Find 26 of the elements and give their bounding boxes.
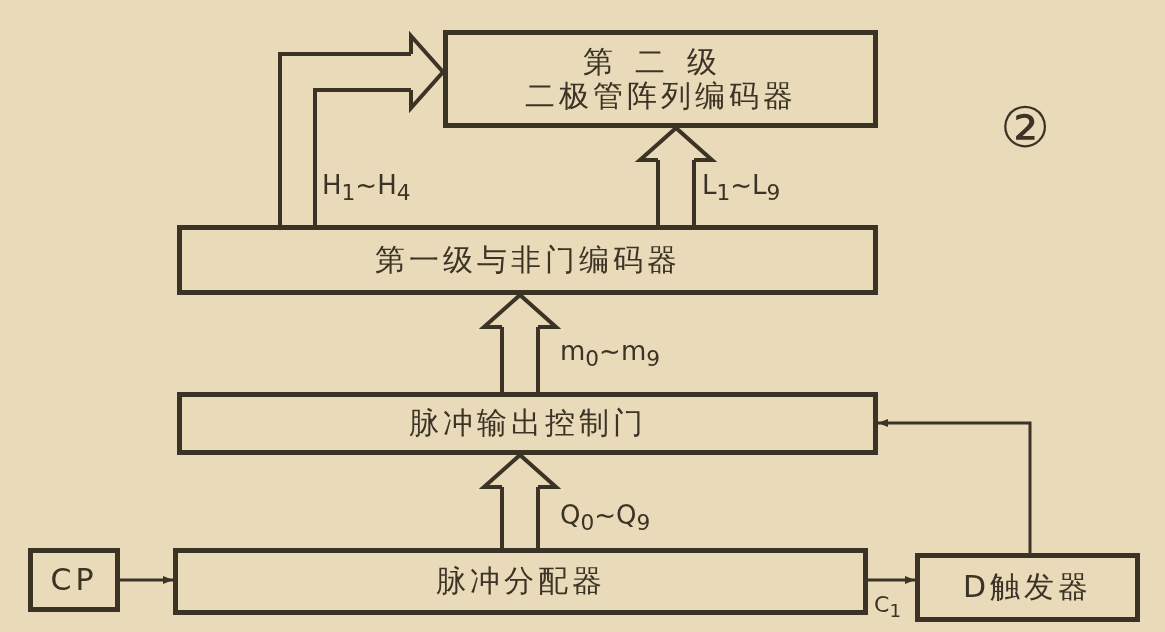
box-label: D触发器 bbox=[962, 570, 1093, 605]
edge-label: C$_{1}$ bbox=[874, 592, 902, 622]
edge-label: m$_{0}$~m$_{9}$ bbox=[560, 336, 660, 372]
edge-label: Q$_{0}$~Q$_{9}$ bbox=[560, 500, 651, 536]
distributor-box bbox=[173, 548, 868, 615]
clock-box bbox=[28, 548, 120, 612]
figure-number: ② bbox=[1000, 95, 1051, 160]
encoder-box bbox=[177, 225, 878, 295]
flip-flop-box bbox=[915, 553, 1140, 622]
box-label: 脉冲分配器 bbox=[435, 564, 606, 599]
encoder-box bbox=[443, 30, 878, 128]
edge-label: H$_{1}$~H$_{4}$ bbox=[322, 170, 411, 206]
bus-arrow bbox=[482, 293, 558, 394]
box-label: CP bbox=[50, 562, 98, 598]
arrow bbox=[868, 576, 915, 584]
box-heading: 第二级 bbox=[582, 44, 739, 79]
box-label: 第一级与非门编码器 bbox=[374, 242, 681, 278]
edge-label: L$_{1}$~L$_{9}$ bbox=[702, 170, 781, 206]
box-label: 脉冲输出控制门 bbox=[408, 406, 647, 441]
arrow bbox=[120, 576, 173, 584]
gate-box bbox=[177, 392, 878, 455]
arrow bbox=[878, 419, 1032, 553]
box-label: 二极管阵列编码器 bbox=[524, 79, 797, 114]
bus-arrow bbox=[278, 34, 445, 227]
bus-arrow bbox=[638, 126, 714, 227]
bus-arrow bbox=[482, 453, 558, 550]
